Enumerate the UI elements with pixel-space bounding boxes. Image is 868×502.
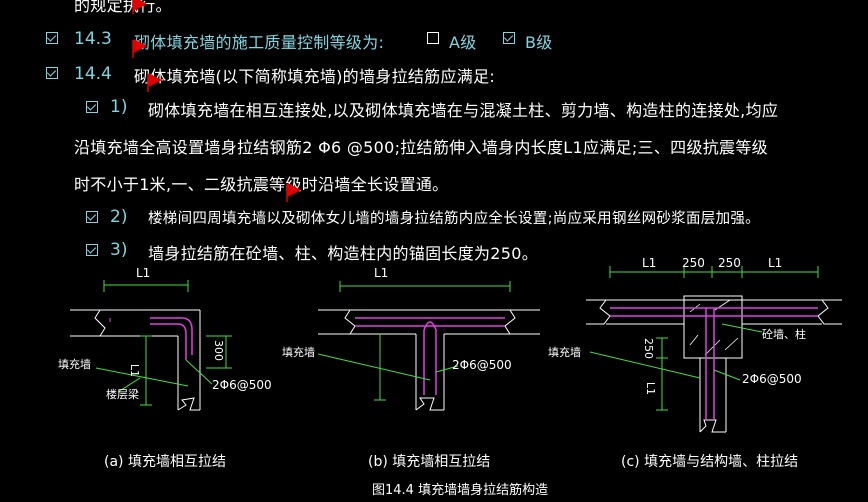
b-rebar-label: 2Φ6@500: [452, 358, 512, 372]
sub-1-line3: 时不小于1米,一、二级抗震等级时沿墙全长设置通。: [74, 175, 449, 194]
c-dim-l1-right: L1: [768, 256, 783, 270]
diagram-a: [70, 280, 232, 411]
c-dim-l1-vertical: L1: [644, 381, 658, 396]
c-rebar-label: 2Φ6@500: [742, 372, 802, 386]
c-dim-250-a: 250: [682, 256, 705, 270]
sub-2-line1: 楼梯间四周填充墙以及砌体女儿墙的墙身拉结筋内应全长设置;尚应采用钢丝网砂浆面层加…: [148, 211, 760, 227]
a-beam-label: 楼层梁: [106, 388, 139, 401]
a-dim-l1: L1: [136, 266, 151, 280]
diagram-b: [317, 281, 540, 411]
grade-b-checkbox[interactable]: [503, 32, 515, 44]
caption-c: (c) 填充墙与结构墙、柱拉结: [621, 454, 799, 470]
sub-3-number: 3): [110, 240, 128, 260]
figure-caption: 图14.4 填充墙墙身拉结筋构造: [372, 483, 549, 498]
grade-a-label: A级: [449, 33, 477, 52]
c-column-label: 砼墙、柱: [762, 328, 806, 341]
item-14-3-text: 砌体填充墙的施工质量控制等级为:: [134, 33, 385, 52]
sub-1-number: 1): [110, 97, 128, 117]
sub-3-line1: 墙身拉结筋在砼墙、柱、构造柱内的锚固长度为250。: [148, 244, 539, 263]
caption-b: (b) 填充墙相互拉结: [368, 454, 491, 470]
item-14-3-checkbox[interactable]: [46, 32, 58, 44]
a-dim-300: 300: [212, 340, 225, 361]
item-14-4-number: 14.4: [74, 64, 112, 84]
sub-2-number: 2): [110, 207, 128, 227]
a-fill-wall-label: 填充墙: [58, 358, 91, 371]
sub-1-line2: 沿填充墙全高设置墙身拉结钢筋2 Φ6 @500;拉结筋伸入墙身内长度L1应满足;…: [74, 138, 768, 157]
sub-1-checkbox[interactable]: [86, 101, 98, 113]
item-14-4-text: 砌体填充墙(以下简称填充墙)的墙身拉结筋应满足:: [134, 67, 496, 86]
b-dim-l1: L1: [374, 266, 389, 280]
sub-2-checkbox[interactable]: [86, 211, 98, 223]
grade-b-label: B级: [525, 33, 553, 52]
a-rebar-label: 2Φ6@500: [212, 378, 272, 392]
item-14-3-number: 14.3: [74, 29, 112, 49]
a-dim-l1-vertical: L1: [128, 363, 142, 378]
grade-a-checkbox[interactable]: [427, 32, 439, 44]
caption-a: (a) 填充墙相互拉结: [104, 454, 226, 470]
item-14-4-checkbox[interactable]: [46, 67, 58, 79]
diagram-c: [586, 266, 842, 433]
c-dim-l1-left: L1: [642, 256, 657, 270]
c-dim-250-vertical: 250: [642, 338, 655, 359]
b-fill-wall-label: 填充墙: [282, 346, 315, 359]
top-cut-text: 的规定执行。: [74, 0, 172, 15]
c-fill-wall-label: 填充墙: [548, 346, 581, 359]
c-dim-250-b: 250: [718, 256, 741, 270]
sub-3-checkbox[interactable]: [86, 244, 98, 256]
sub-1-line1: 砌体填充墙在相互连接处,以及砌体填充墙在与混凝土柱、剪力墙、构造柱的连接处,均应: [148, 101, 779, 120]
